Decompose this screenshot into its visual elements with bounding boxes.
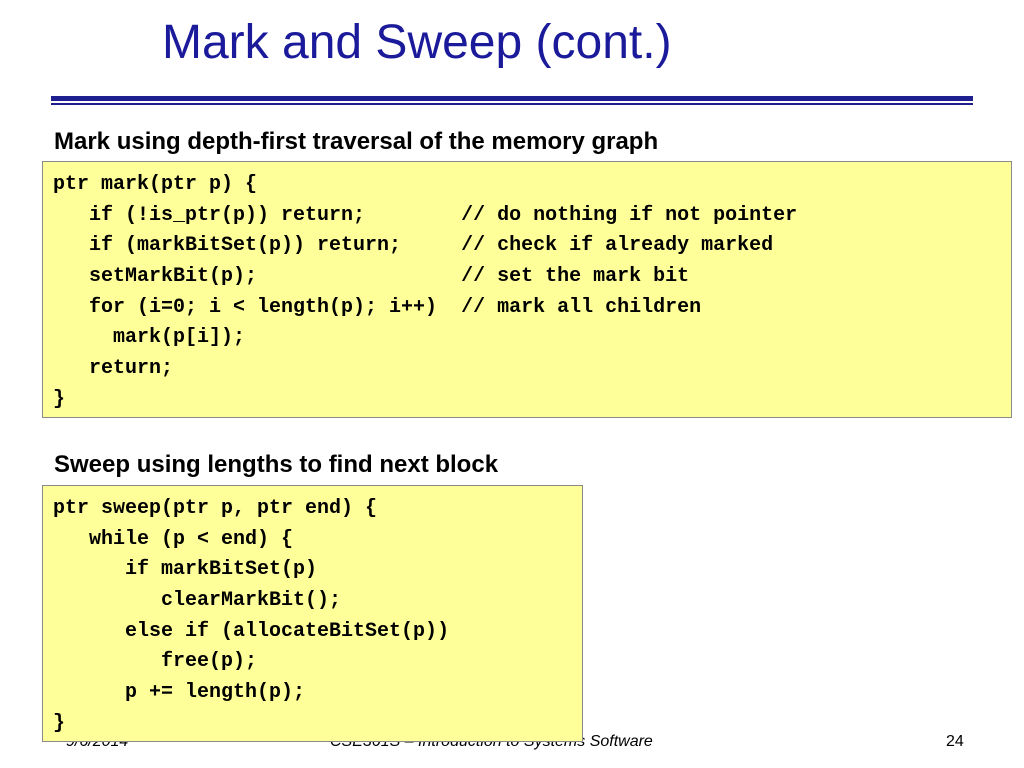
code-line: return; — [53, 357, 174, 381]
mark-heading: Mark using depth-first traversal of the … — [54, 128, 659, 155]
code-line: if (!is_ptr(p)) return; // do nothing if… — [53, 203, 798, 227]
mark-code-block: ptr mark(ptr p) { if (!is_ptr(p)) return… — [42, 161, 1012, 418]
code-line: ptr sweep(ptr p, ptr end) { — [53, 497, 378, 520]
code-line: if (markBitSet(p)) return; // check if a… — [53, 234, 774, 258]
footer-page-number: 24 — [946, 733, 964, 750]
code-line: } — [53, 711, 66, 735]
code-line: free(p); — [53, 650, 258, 674]
slide-title: Mark and Sweep (cont.) — [162, 16, 672, 69]
code-line: mark(p[i]); — [53, 326, 246, 350]
sweep-heading: Sweep using lengths to find next block — [54, 451, 499, 478]
code-line: setMarkBit(p); // set the mark bit — [53, 265, 690, 289]
sweep-code-block: ptr sweep(ptr p, ptr end) { while (p < e… — [42, 485, 583, 742]
code-line: while (p < end) { — [53, 527, 294, 551]
title-divider-thin — [51, 103, 973, 105]
code-line: if markBitSet(p) — [53, 558, 318, 582]
code-line: } — [53, 387, 66, 411]
code-line: else if (allocateBitSet(p)) — [53, 619, 450, 643]
code-line: p += length(p); — [53, 681, 306, 705]
code-line: ptr mark(ptr p) { — [53, 173, 258, 196]
code-line: clearMarkBit(); — [53, 589, 342, 613]
title-divider-thick — [51, 96, 973, 101]
code-line: for (i=0; i < length(p); i++) // mark al… — [53, 295, 702, 319]
